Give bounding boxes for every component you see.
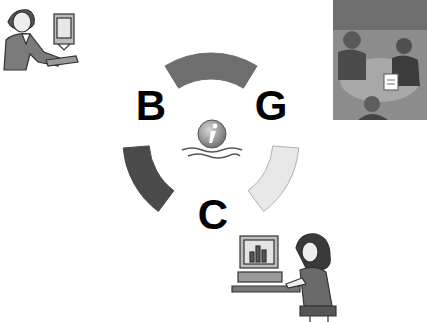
cycle-segment: [248, 146, 299, 212]
meeting-photo: [333, 0, 427, 120]
cycle-segment: [123, 146, 174, 212]
cycle-letter: B: [136, 85, 166, 127]
businessman-clipart: [4, 10, 78, 70]
cycle-letter: G: [255, 85, 288, 127]
info-icon: [182, 120, 242, 158]
cycle-letter: C: [198, 194, 228, 236]
woman-clipart: [232, 234, 336, 322]
cycle-segment: [165, 53, 257, 88]
